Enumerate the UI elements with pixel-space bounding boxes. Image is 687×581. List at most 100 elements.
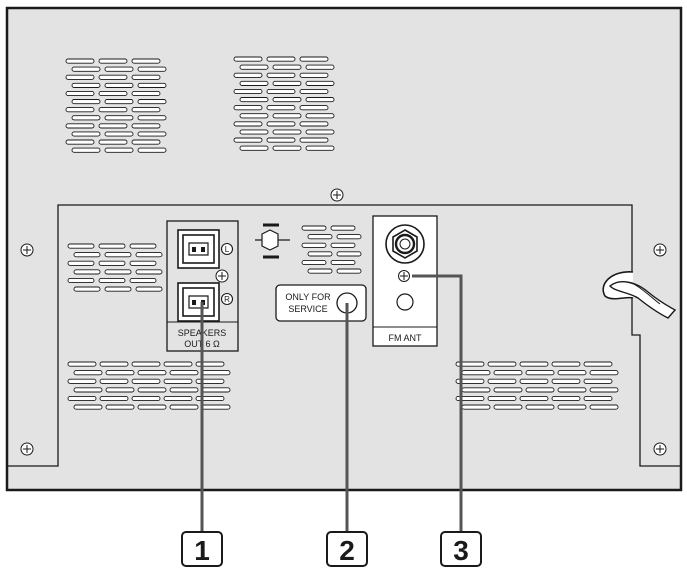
vent-slot — [233, 88, 263, 95]
vent-slot — [129, 277, 157, 284]
vent-slot — [233, 137, 263, 143]
vent-slot — [73, 286, 101, 292]
speaker-socket-left — [177, 229, 220, 269]
vent-slot — [461, 387, 491, 393]
vent-slot — [71, 82, 101, 88]
screw-icon — [653, 243, 667, 257]
vent-slot — [104, 115, 134, 121]
vent-slot — [272, 80, 302, 86]
callout-3: 3 — [440, 531, 482, 567]
vent-slot — [551, 395, 581, 402]
channel-left-label: L — [225, 245, 230, 254]
power-cord-icon — [602, 271, 677, 319]
screw-icon — [20, 442, 34, 456]
channel-right-marker — [220, 292, 234, 306]
vent-slot — [330, 242, 356, 248]
vent-slot — [169, 370, 199, 376]
vent-slot — [104, 286, 132, 292]
vent-slot — [487, 395, 517, 402]
vent-slot — [137, 115, 167, 121]
callout-2-number: 2 — [339, 535, 355, 566]
service-jack-block: ONLY FOR SERVICE — [275, 284, 367, 322]
vent-grille-mid-center — [301, 225, 362, 274]
vent-slot — [266, 121, 296, 127]
vent-slot — [131, 378, 161, 384]
vent-slot — [137, 66, 167, 72]
vent-slot — [104, 82, 134, 88]
vent-slot — [104, 66, 134, 72]
vent-slot — [301, 242, 327, 248]
vent-slot — [519, 361, 549, 367]
vent-slot — [195, 378, 225, 384]
vent-slot — [266, 72, 296, 78]
vent-slot — [299, 56, 329, 62]
vent-slot — [455, 361, 485, 367]
vent-slot — [67, 277, 95, 284]
callout-2: 2 — [326, 531, 368, 567]
vent-slot — [131, 74, 161, 80]
vent-slot — [98, 58, 128, 64]
channel-right-label: R — [224, 295, 230, 304]
vent-slot — [65, 123, 95, 129]
vent-slot — [105, 370, 135, 376]
vent-slot — [557, 387, 587, 393]
vent-slot — [98, 277, 126, 284]
vent-slot — [129, 260, 157, 266]
vent-slot — [299, 88, 329, 95]
vent-slot — [239, 80, 269, 86]
vent-slot — [493, 387, 523, 393]
vent-slot — [266, 88, 296, 95]
vent-slot — [299, 105, 329, 111]
vent-slot — [201, 370, 231, 376]
vent-slot — [71, 115, 101, 121]
vent-slot — [525, 387, 555, 393]
vent-slot — [65, 90, 95, 97]
vent-slot — [71, 66, 101, 72]
vent-slot — [163, 361, 193, 367]
vent-slot — [104, 147, 134, 153]
vent-slot — [137, 99, 167, 105]
vent-slot — [135, 269, 163, 275]
vent-slot — [73, 404, 103, 410]
vent-slot — [131, 395, 161, 402]
vent-slot — [67, 395, 97, 402]
vent-slot — [330, 225, 356, 231]
vent-slot — [99, 378, 129, 384]
vent-slot — [525, 370, 555, 376]
vent-slot — [330, 259, 356, 266]
vent-slot — [272, 129, 302, 135]
vent-grille-top-left — [65, 58, 167, 153]
vent-slot — [201, 387, 231, 393]
vent-slot — [551, 378, 581, 384]
vent-slot — [104, 99, 134, 105]
vent-slot — [307, 234, 333, 240]
vent-slot — [131, 107, 161, 113]
vent-slot — [239, 64, 269, 70]
vent-slot — [272, 64, 302, 70]
vent-slot — [99, 395, 129, 402]
fm-secondary-hole — [396, 293, 414, 311]
vent-slot — [301, 225, 327, 231]
vent-slot — [67, 260, 95, 266]
vent-slot — [98, 74, 128, 80]
vent-slot — [301, 259, 327, 266]
vent-slot — [299, 72, 329, 78]
vent-slot — [272, 145, 302, 151]
vent-slot — [104, 252, 132, 258]
vent-slot — [99, 361, 129, 367]
vent-slot — [98, 90, 128, 97]
vent-slot — [137, 82, 167, 88]
callout-leader-3 — [412, 274, 463, 532]
vent-slot — [455, 378, 485, 384]
vent-slot — [65, 107, 95, 113]
vent-slot — [131, 361, 161, 367]
vent-slot — [169, 404, 199, 410]
vent-slot — [233, 121, 263, 127]
vent-slot — [583, 378, 613, 384]
vent-slot — [487, 361, 517, 367]
vent-slot — [519, 378, 549, 384]
vent-slot — [104, 269, 132, 275]
vent-slot — [336, 268, 362, 274]
screw-icon — [20, 243, 34, 257]
vent-slot — [73, 387, 103, 393]
